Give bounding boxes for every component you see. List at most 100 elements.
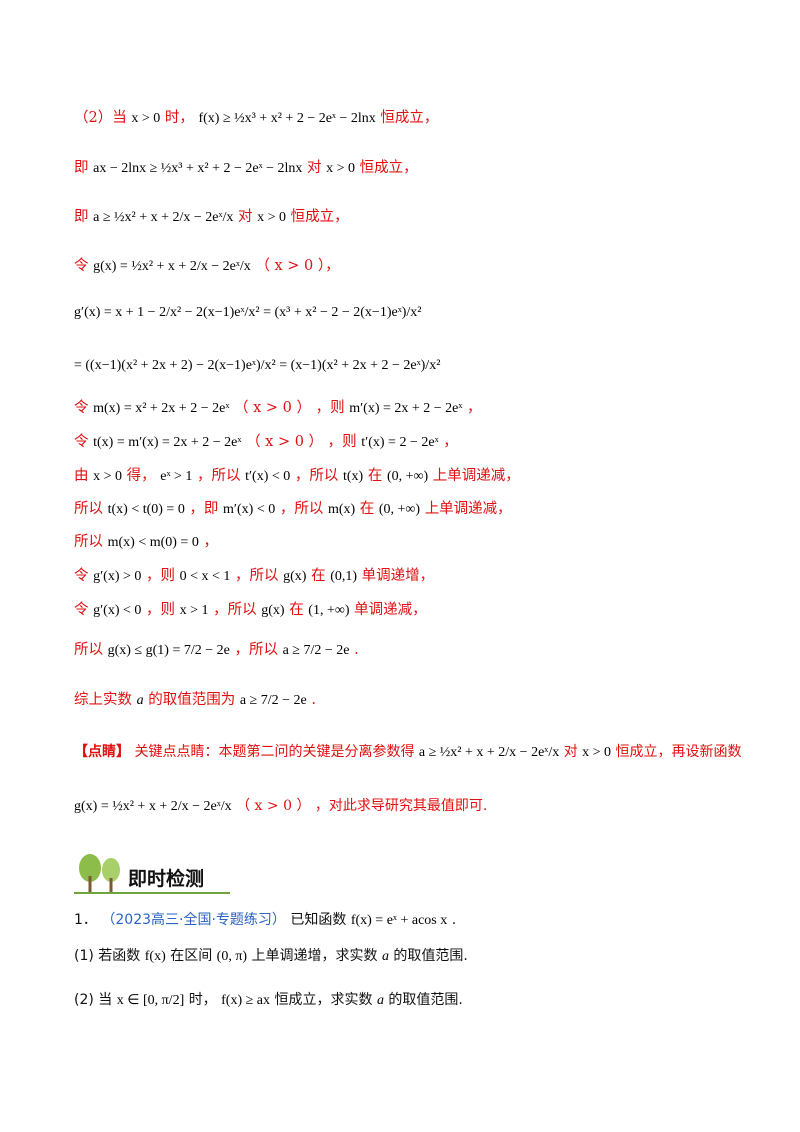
condition: （ x > 0 ） [246, 434, 324, 450]
inequality: f(x) ≥ ½x³ + x² + 2 − 2eˣ − 2lnx [198, 111, 376, 126]
expression: m′(x) < 0 [223, 502, 276, 517]
text: ，所以 [197, 468, 241, 484]
interval: (0, +∞) [386, 469, 429, 484]
text: 当 [98, 992, 113, 1008]
function-definition: f(x) = eˣ + acos x [350, 913, 448, 928]
text: 即 [74, 160, 89, 176]
condition: （ x > 0 ） [236, 798, 311, 814]
text: 的取值范围. [393, 948, 468, 964]
solution-line-15: 综上实数 a 的取值范围为 a ≥ 7/2 − 2e . [74, 690, 316, 711]
tree-icon [79, 854, 120, 892]
function-definition: g(x) = ½x² + x + 2/x − 2eˣ/x [74, 799, 232, 814]
condition: x > 0 [93, 469, 123, 484]
solution-line-8: 令 t(x) = m′(x) = 2x + 2 − 2eˣ （ x > 0 ） … [74, 432, 458, 453]
text: . [354, 642, 359, 658]
derivative-factored: = ((x−1)(x² + 2x + 2) − 2(x−1)eˣ)/x² = (… [74, 358, 441, 373]
text: 由 [74, 468, 89, 484]
solution-line-1: （2）当 x > 0 时， f(x) ≥ ½x³ + x² + 2 − 2eˣ … [74, 108, 438, 129]
interval: (0, π) [216, 949, 248, 964]
expression: 0 < x < 1 [179, 569, 231, 584]
text: 令 [74, 602, 89, 618]
function-definition: t(x) = m′(x) = 2x + 2 − 2eˣ [93, 435, 242, 450]
part-label: (2) [74, 992, 94, 1008]
text: 对 [307, 160, 322, 176]
text: 令 [74, 568, 89, 584]
text: 在 [367, 468, 383, 484]
text: 所以 [74, 642, 103, 658]
text: ，则 [146, 602, 176, 618]
function-definition: g(x) = ½x² + x + 2/x − 2eˣ/x [93, 259, 251, 274]
text: 恒成立，求实数 [274, 992, 373, 1008]
text: 单调递减， [354, 602, 427, 618]
text: ，所以 [213, 602, 257, 618]
solution-line-6: = ((x−1)(x² + 2x + 2) − 2(x−1)eˣ)/x² = (… [74, 355, 440, 376]
function-definition: m(x) = x² + 2x + 2 − 2eˣ [93, 401, 230, 416]
expression: eˣ > 1 [160, 469, 193, 484]
inequality: ax − 2lnx ≥ ½x³ + x² + 2 − 2eˣ − 2lnx [93, 161, 303, 176]
interval: x ∈ [0, π/2] [116, 993, 185, 1008]
problem-intro: 已知函数 [290, 912, 347, 928]
inequality: a ≥ ½x² + x + 2/x − 2eˣ/x [418, 745, 560, 760]
note-text: 对 [563, 744, 578, 760]
text: . [311, 692, 316, 708]
text: 恒成立， [290, 209, 349, 225]
part-label: (1) [74, 948, 94, 964]
text: ，则 [327, 434, 357, 450]
expression: m(x) < m(0) = 0 [107, 535, 199, 550]
section-header: 即时检测 [74, 854, 230, 894]
text: 若函数 [98, 948, 141, 964]
condition: （ x > 0 ）， [255, 258, 340, 274]
expression: x > 1 [179, 603, 209, 618]
solution-line-7: 令 m(x) = x² + 2x + 2 − 2eˣ （ x > 0 ） ，则 … [74, 398, 482, 419]
note-text: 恒成立，再设新函数 [615, 744, 742, 760]
text: 所以 [74, 534, 103, 550]
variable: a [381, 949, 389, 964]
text: . [451, 912, 457, 928]
text: 恒成立， [359, 160, 418, 176]
problem-number: 1． [74, 912, 97, 928]
condition: x > 0 [131, 111, 161, 126]
expression: g′(x) > 0 [93, 569, 142, 584]
text: 时， [188, 992, 217, 1008]
condition: （ x > 0 ） [233, 400, 311, 416]
text: ， [443, 434, 458, 450]
answer: a ≥ 7/2 − 2e [239, 693, 307, 708]
note-tag: 【点睛】 [74, 744, 130, 760]
text: 的取值范围. [388, 992, 463, 1008]
text: 恒成立， [380, 110, 439, 126]
section-title: 即时检测 [128, 868, 205, 890]
text: 即 [74, 209, 89, 225]
text: 上单调递减， [432, 468, 520, 484]
text: ，则 [146, 568, 176, 584]
text: （2）当 [74, 110, 127, 126]
text: ， [203, 534, 218, 550]
condition: x > 0 [257, 210, 287, 225]
solution-line-2: 即 ax − 2lnx ≥ ½x³ + x² + 2 − 2eˣ − 2lnx … [74, 158, 418, 179]
solution-line-10: 所以 t(x) < t(0) = 0 ，即 m′(x) < 0 ，所以 m(x)… [74, 499, 512, 520]
text: 对 [238, 209, 253, 225]
note-line-1: 【点睛】 关键点点睛：本题第二问的关键是分离参数得 a ≥ ½x² + x + … [74, 742, 742, 763]
expression: g′(x) < 0 [93, 603, 142, 618]
note-text: ，对此求导研究其最值即可. [314, 798, 488, 814]
expression: g(x) [261, 603, 285, 618]
solution-line-13: 令 g′(x) < 0 ，则 x > 1 ，所以 g(x) 在 (1, +∞) … [74, 600, 427, 621]
text: 综上实数 [74, 692, 132, 708]
variable: a [376, 993, 384, 1008]
text: 在 [311, 568, 326, 584]
text: 单调递增， [361, 568, 435, 584]
text: ，则 [315, 400, 345, 416]
text: ，所以 [294, 468, 339, 484]
expression: g(x) [283, 569, 307, 584]
note-text: 关键点点睛：本题第二问的关键是分离参数得 [134, 744, 415, 760]
section-underline [74, 892, 230, 894]
inequality: f(x) ≥ ax [221, 993, 271, 1008]
text: 上单调递增，求实数 [251, 948, 378, 964]
text: 上单调递减， [424, 501, 512, 517]
derivative: m′(x) = 2x + 2 − 2eˣ [349, 401, 463, 416]
text: ，所以 [234, 642, 278, 658]
note-line-2: g(x) = ½x² + x + 2/x − 2eˣ/x （ x > 0 ） ，… [74, 796, 487, 817]
interval: (0,1) [330, 569, 358, 584]
text: ， [467, 400, 482, 416]
solution-line-4: 令 g(x) = ½x² + x + 2/x − 2eˣ/x （ x > 0 ）… [74, 256, 340, 277]
interval: (0, +∞) [378, 502, 421, 517]
